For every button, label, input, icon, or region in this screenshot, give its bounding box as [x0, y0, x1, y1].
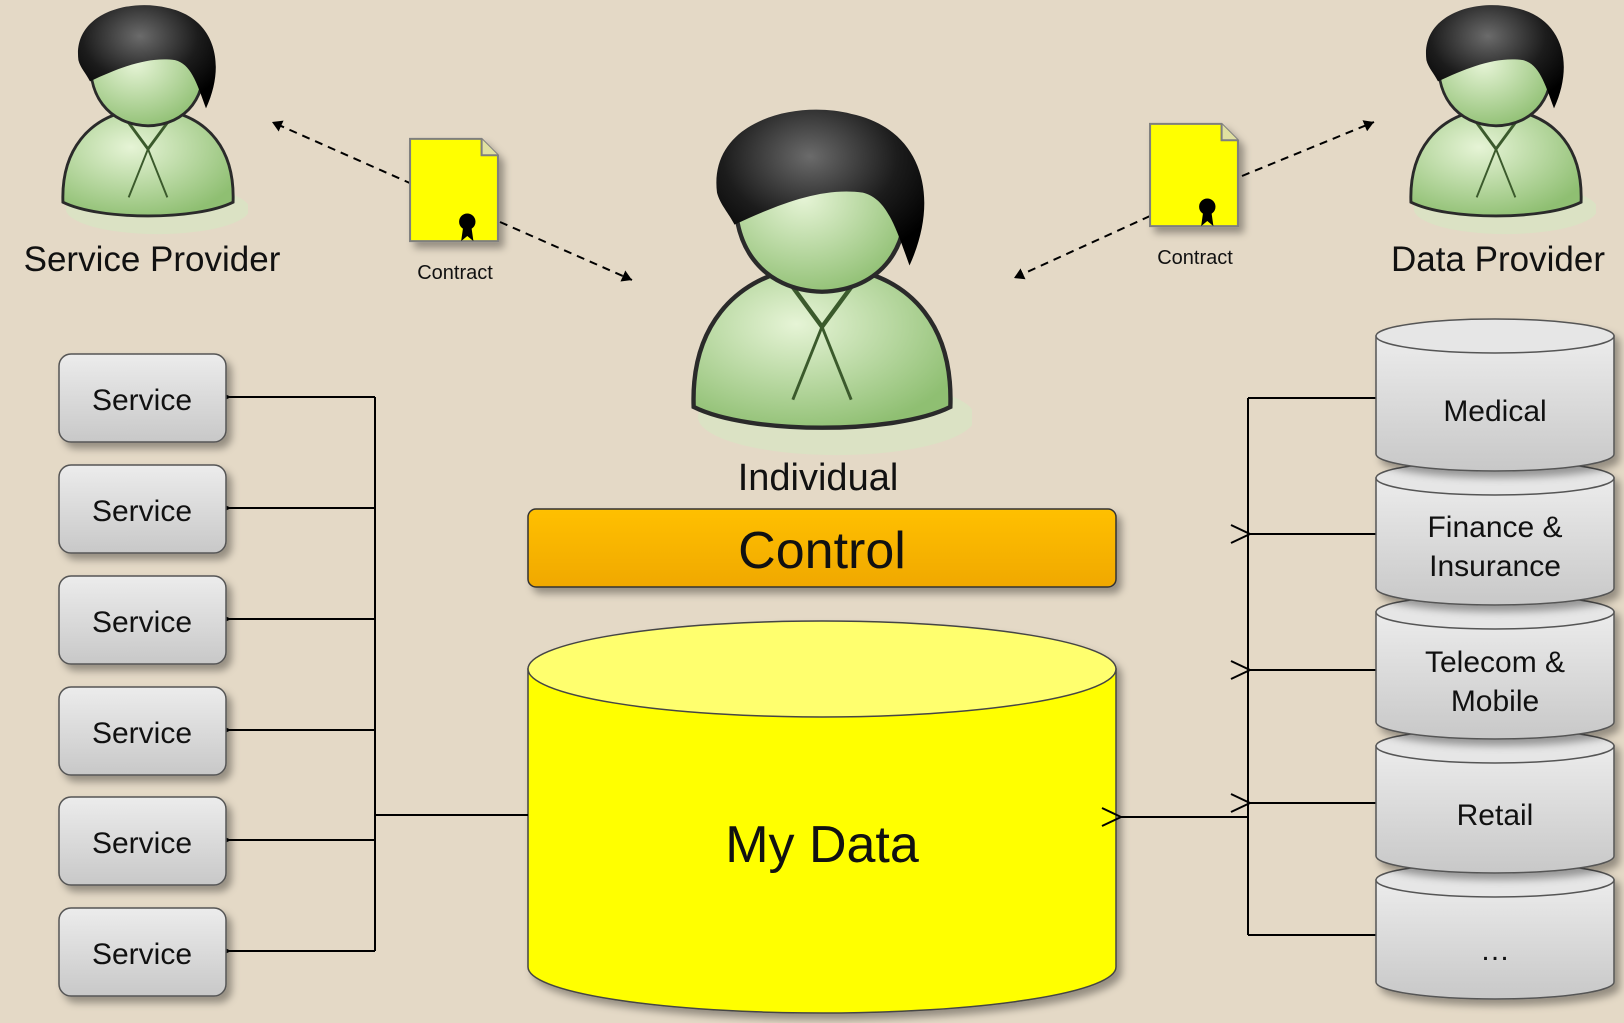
service-provider: Service Provider	[24, 4, 281, 279]
service-label: Service	[92, 384, 192, 417]
contract-left: Contract	[271, 120, 633, 284]
my-data-store	[527, 620, 1117, 1014]
source-label-finance-2: Insurance	[1429, 550, 1561, 583]
control-bar: Control	[527, 508, 1117, 588]
person-icon	[1409, 4, 1596, 236]
service-box: Service	[58, 796, 227, 886]
service-box: Service	[58, 686, 227, 776]
dashed-arrow	[271, 120, 413, 185]
source-label-medical: Medical	[1443, 395, 1546, 428]
service-box: Service	[58, 353, 227, 443]
service-list: Service Service Service Service Service …	[58, 353, 227, 997]
service-connectors	[229, 397, 528, 951]
certificate-document-icon	[1149, 122, 1239, 228]
person-icon	[694, 110, 976, 455]
data-provider: Data Provider	[1391, 4, 1605, 279]
my-data-label: My Data	[725, 816, 919, 874]
source-label-retail: Retail	[1457, 799, 1534, 832]
dashed-arrow	[1013, 215, 1151, 280]
dashed-arrow	[1241, 120, 1375, 177]
service-box: Service	[58, 907, 227, 997]
contract-label: Contract	[1157, 247, 1233, 269]
individual: Individual	[694, 110, 976, 499]
source-label-telecom: Telecom &	[1425, 646, 1565, 679]
contract-label: Contract	[417, 262, 493, 284]
service-box: Service	[58, 575, 227, 665]
service-label: Service	[92, 717, 192, 750]
service-label: Service	[92, 938, 192, 971]
data-source-stack: Medical Finance & Insurance Telecom & Mo…	[1375, 318, 1615, 1000]
source-connectors	[1121, 397, 1376, 936]
service-label: Service	[92, 606, 192, 639]
source-disk-more	[1375, 862, 1615, 1000]
certificate-document-icon	[409, 137, 499, 243]
contract-right: Contract	[1013, 120, 1375, 280]
service-provider-label: Service Provider	[24, 240, 281, 279]
source-label-telecom-2: Mobile	[1451, 685, 1539, 718]
service-label: Service	[92, 495, 192, 528]
service-label: Service	[92, 827, 192, 860]
source-disk-medical	[1375, 318, 1615, 472]
data-provider-label: Data Provider	[1391, 240, 1605, 279]
control-label: Control	[738, 522, 906, 580]
individual-label: Individual	[738, 457, 899, 499]
source-label-more: …	[1480, 934, 1510, 967]
dashed-arrow	[499, 221, 633, 282]
source-label-finance: Finance &	[1427, 511, 1562, 544]
service-box: Service	[58, 464, 227, 554]
person-icon	[61, 4, 248, 236]
